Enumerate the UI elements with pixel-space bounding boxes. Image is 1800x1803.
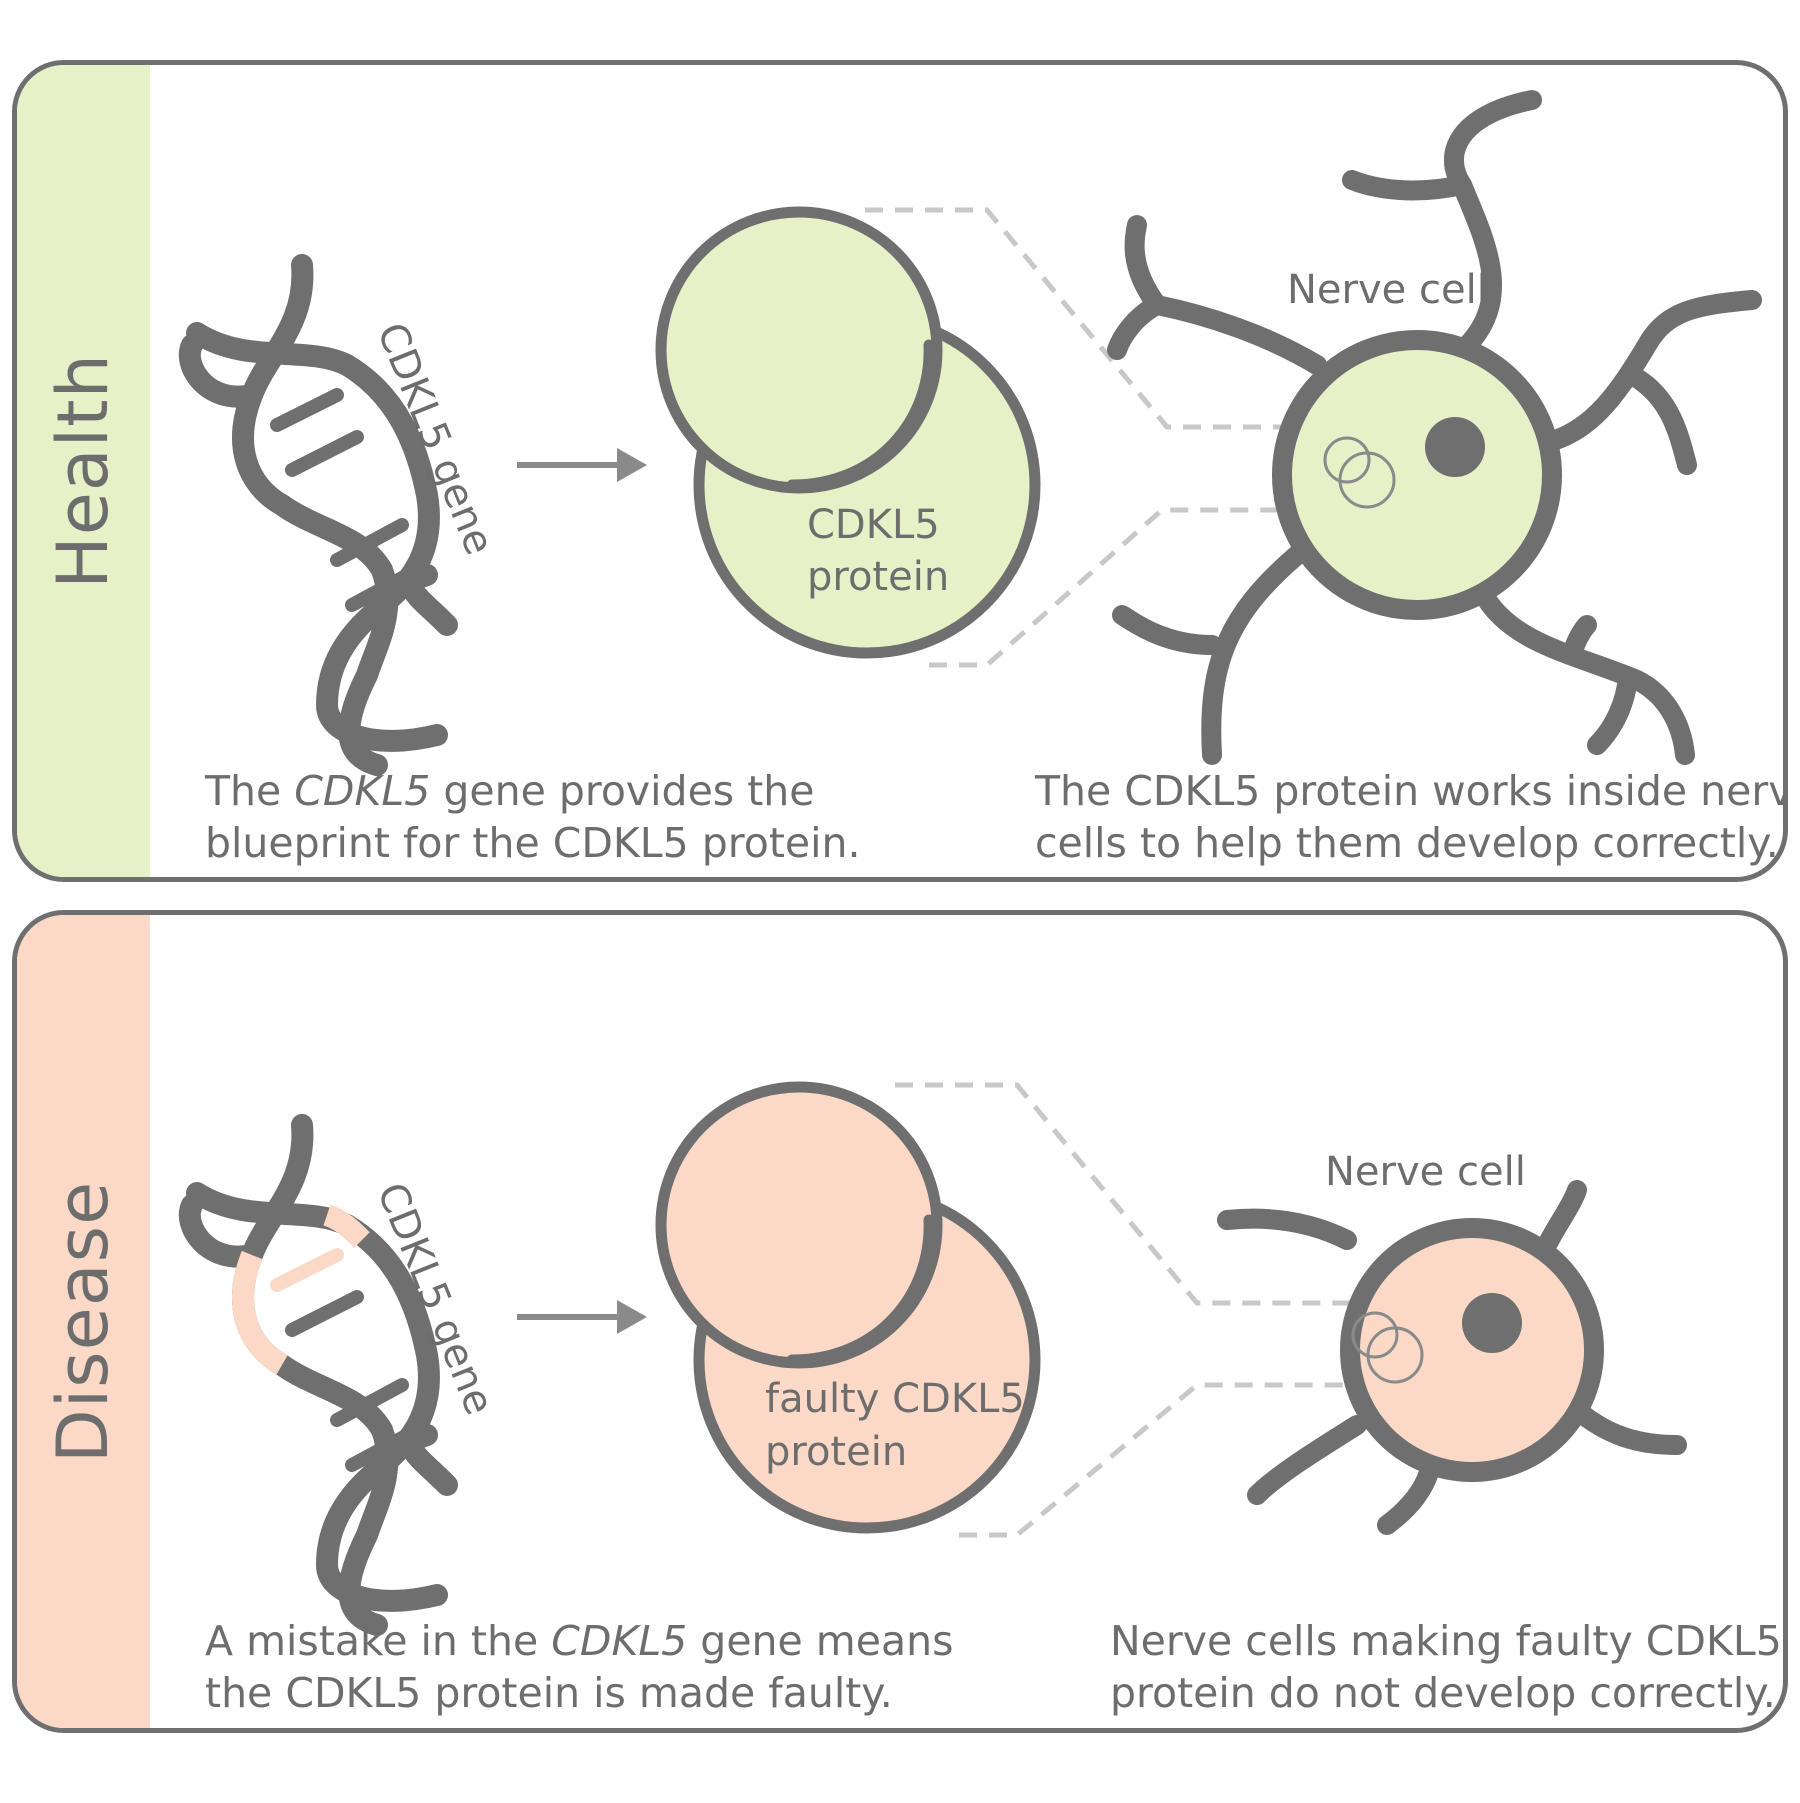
caption-line1: Nerve cells making faulty CDKL5 (1110, 1617, 1782, 1665)
disease-panel: Disease CDKL5 gene (12, 910, 1788, 1733)
nerve-cell-dendrites (1107, 90, 1762, 765)
nerve-cell-body (1340, 1218, 1604, 1482)
zoom-lines (895, 1082, 1357, 1538)
protein-label-line2: protein (765, 1429, 907, 1475)
cell-label: Nerve cell (1287, 267, 1488, 313)
nerve-cell-dendrites (1217, 1180, 1687, 1535)
arrow-icon (517, 448, 647, 482)
dna-helix-icon (178, 254, 458, 776)
protein-label-line2: protein (807, 554, 949, 600)
cell-label: Nerve cell (1325, 1149, 1526, 1195)
health-caption-left: The CDKL5 gene provides the blueprint fo… (205, 765, 861, 869)
gene-name: CDKL5 (294, 767, 431, 815)
dna-rungs (270, 1248, 424, 1472)
protein-mini-icon (1323, 436, 1396, 509)
gene-name: CDKL5 (551, 1617, 688, 1665)
protein-label-line1: faulty CDKL5 (765, 1376, 1025, 1422)
caption-text: gene means (687, 1617, 954, 1665)
disease-illustration: CDKL5 gene faulty CDKL5 protein (178, 1081, 1687, 1636)
health-caption-right: The CDKL5 protein works inside nerve cel… (1035, 765, 1788, 869)
nucleus-icon (1425, 417, 1485, 477)
health-panel: Health CDKL5 gene (12, 60, 1788, 882)
protein-mini-icon (1351, 1311, 1424, 1384)
caption-line2: protein do not develop correctly. (1110, 1669, 1776, 1717)
health-strip: Health (17, 65, 150, 877)
caption-text: gene provides the (430, 767, 815, 815)
faulty-segment (232, 1204, 370, 1375)
disease-strip: Disease (17, 915, 150, 1728)
caption-line2: blueprint for the CDKL5 protein. (205, 819, 861, 867)
protein-shape (655, 1081, 1041, 1534)
protein-label-line1: CDKL5 (807, 502, 940, 548)
protein-shape (655, 206, 1041, 659)
disease-caption-right: Nerve cells making faulty CDKL5 protein … (1110, 1615, 1782, 1719)
caption-text: A mistake in the (205, 1617, 552, 1665)
caption-text: The (205, 767, 295, 815)
health-illustration: CDKL5 gene CDKL5 protein (178, 90, 1762, 776)
caption-line1: The CDKL5 protein works inside nerve (1035, 767, 1788, 815)
caption-line2: the CDKL5 protein is made faulty. (205, 1669, 893, 1717)
arrow-icon (517, 1300, 647, 1334)
nerve-cell-body (1272, 330, 1562, 620)
nucleus-icon (1462, 1293, 1522, 1353)
zoom-lines (865, 207, 1327, 668)
caption-line2: cells to help them develop correctly. (1035, 819, 1779, 867)
disease-caption-left: A mistake in the CDKL5 gene means the CD… (205, 1615, 953, 1719)
dna-rungs (270, 388, 424, 612)
